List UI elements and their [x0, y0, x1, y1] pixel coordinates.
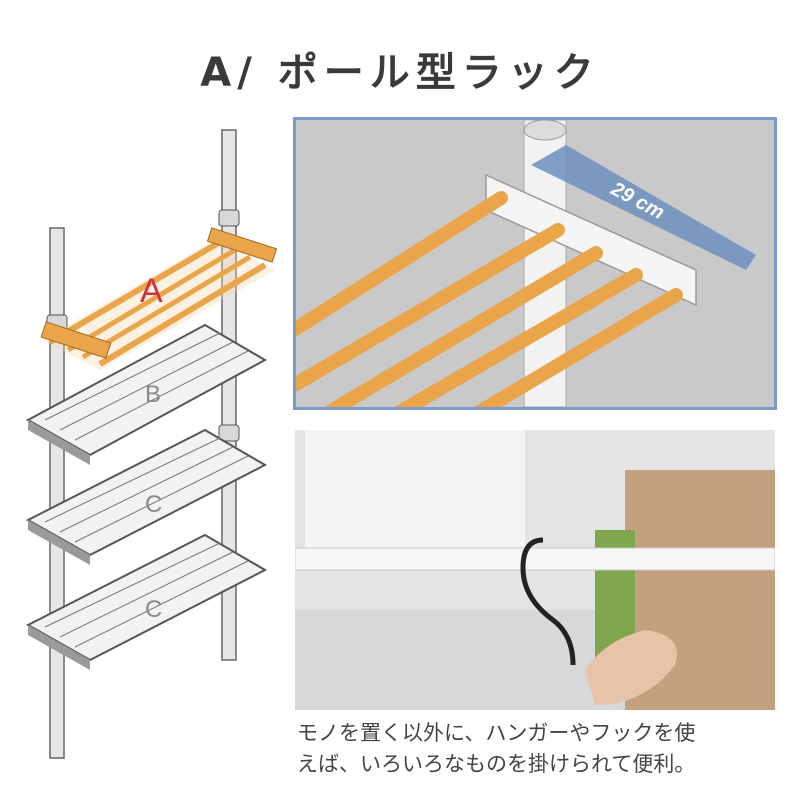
label-c-upper: C	[145, 491, 162, 518]
shelf-a	[40, 227, 278, 370]
usage-photo	[295, 430, 775, 710]
hook-photo	[295, 430, 775, 710]
caption-line-1: モノを置く以外に、ハンガーやフックを使	[297, 721, 696, 745]
shelf-c-upper	[25, 428, 268, 565]
caption-line-2: えば、いろいろなものを掛けられて便利。	[297, 752, 696, 776]
shelf-c-lower	[25, 533, 268, 670]
page-title: A/ ポール型ラック	[200, 50, 600, 96]
label-a: A	[140, 272, 163, 310]
label-c-lower: C	[145, 596, 162, 623]
label-b: B	[145, 381, 161, 408]
dimension-arrow	[531, 145, 756, 270]
rack-illustration: A B C C	[25, 129, 278, 759]
detail-closeup: 29 cm	[293, 117, 777, 410]
towel-bar-detail: 29 cm	[296, 120, 756, 407]
caption: モノを置く以外に、ハンガーやフックを使 えば、いろいろなものを掛けられて便利。	[297, 718, 777, 780]
shelf-b	[25, 323, 268, 465]
dimension-label: 29 cm	[607, 177, 668, 224]
